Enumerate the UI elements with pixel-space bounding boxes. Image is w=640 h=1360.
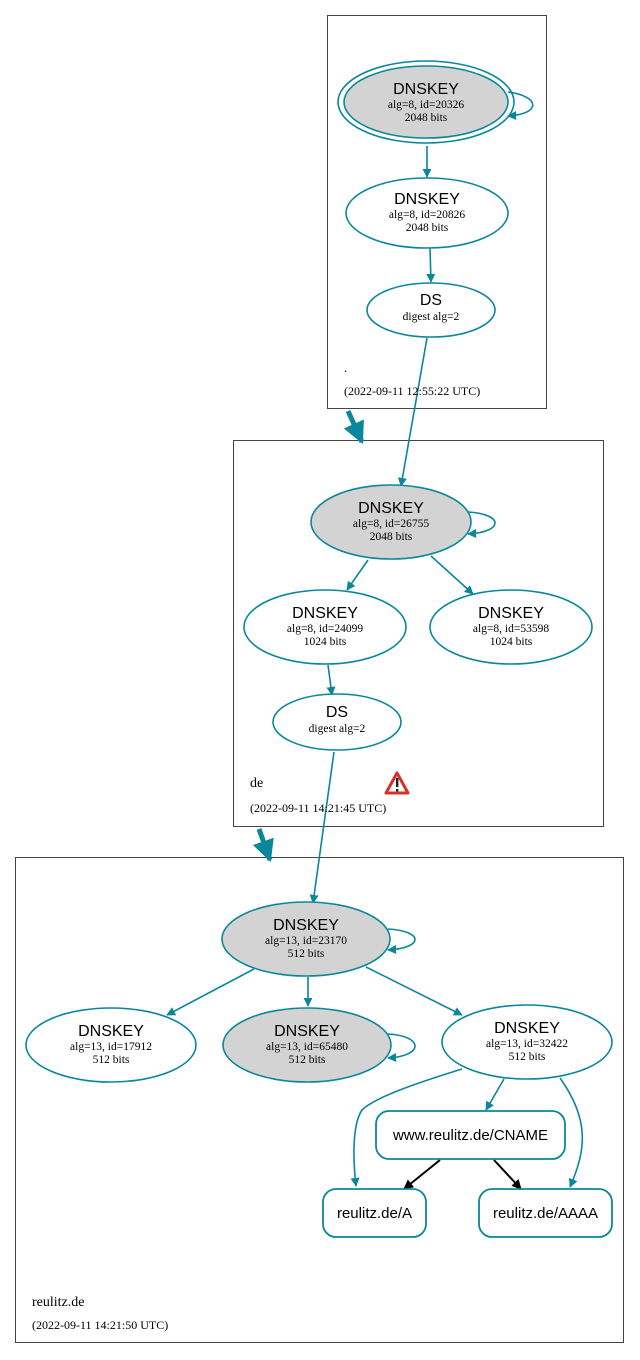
node-bits: 512 bits	[509, 1051, 546, 1063]
node-root-zsk[interactable]: DNSKEY alg=8, id=20826 2048 bits	[345, 177, 509, 249]
edge-root-zsk-ds	[426, 247, 436, 283]
node-bits: 2048 bits	[406, 222, 449, 234]
node-rr-cname[interactable]: www.reulitz.de/CNAME	[375, 1110, 566, 1160]
node-detail: alg=8, id=24099	[287, 623, 363, 635]
edge-root-ksk-self	[507, 91, 534, 121]
node-detail: alg=13, id=32422	[486, 1038, 568, 1050]
node-title: DNSKEY	[394, 191, 460, 208]
edge-de-ds-reulitz-ksk	[309, 751, 335, 904]
edge-reulitz-ksk-17912	[166, 968, 255, 1016]
node-bits: 1024 bits	[490, 636, 533, 648]
node-title: DNSKEY	[78, 1023, 144, 1040]
edge-reulitz-65480-self	[387, 1033, 416, 1063]
delegation-arrow-root-de	[343, 409, 365, 445]
node-reulitz-key-32422[interactable]: DNSKEY alg=13, id=32422 512 bits	[441, 1004, 613, 1080]
node-detail: alg=13, id=65480	[266, 1041, 348, 1053]
rr-label: www.reulitz.de/CNAME	[392, 1127, 548, 1144]
node-bits: 1024 bits	[304, 636, 347, 648]
edge-de-ksk-zsk1	[346, 559, 369, 591]
warning-icon[interactable]	[384, 771, 410, 795]
node-title: DS	[326, 704, 348, 721]
delegation-arrow-de-reulitz	[253, 828, 274, 863]
node-reulitz-key-17912[interactable]: DNSKEY alg=13, id=17912 512 bits	[25, 1007, 197, 1083]
node-de-ksk[interactable]: DNSKEY alg=8, id=26755 2048 bits	[310, 484, 472, 560]
node-title: DS	[420, 292, 442, 309]
zone-box-de	[233, 440, 604, 827]
node-title: DNSKEY	[478, 605, 544, 622]
node-detail: digest alg=2	[309, 723, 366, 735]
node-reulitz-key-65480[interactable]: DNSKEY alg=13, id=65480 512 bits	[222, 1007, 392, 1083]
rr-label: reulitz.de/A	[337, 1205, 412, 1222]
node-bits: 512 bits	[288, 948, 325, 960]
node-detail: alg=8, id=20826	[389, 209, 465, 221]
node-title: DNSKEY	[494, 1020, 560, 1037]
node-bits: 2048 bits	[370, 531, 413, 543]
node-rr-a[interactable]: reulitz.de/A	[322, 1188, 427, 1238]
edge-cname-aaaa	[493, 1159, 522, 1190]
edge-reulitz-ksk-self	[387, 928, 416, 955]
node-bits: 512 bits	[93, 1054, 130, 1066]
node-root-ds[interactable]: DS digest alg=2	[366, 282, 496, 338]
node-de-ds[interactable]: DS digest alg=2	[272, 693, 402, 751]
edge-reulitz-ksk-32422	[365, 966, 463, 1016]
zone-name-root: .	[344, 360, 347, 375]
edge-root-ds-de-ksk	[397, 337, 428, 487]
edge-de-ksk-zsk2	[430, 555, 474, 595]
rr-label: reulitz.de/AAAA	[493, 1205, 598, 1222]
edge-32422-a	[350, 1068, 463, 1187]
node-title: DNSKEY	[393, 81, 459, 98]
node-rr-aaaa[interactable]: reulitz.de/AAAA	[478, 1188, 613, 1238]
node-detail: alg=13, id=23170	[265, 935, 347, 947]
node-detail: alg=8, id=26755	[353, 518, 429, 530]
edge-32422-cname	[485, 1078, 505, 1111]
edge-32422-aaaa	[559, 1077, 584, 1188]
zone-timestamp-root: (2022-09-11 12:55:22 UTC)	[344, 384, 480, 398]
zone-box-root	[327, 15, 547, 409]
node-title: DNSKEY	[292, 605, 358, 622]
node-de-zsk-53598[interactable]: DNSKEY alg=8, id=53598 1024 bits	[429, 589, 593, 665]
node-title: DNSKEY	[274, 1023, 340, 1040]
node-bits: 2048 bits	[405, 112, 448, 124]
node-de-zsk-24099[interactable]: DNSKEY alg=8, id=24099 1024 bits	[243, 589, 407, 665]
edge-de-zsk1-ds	[326, 664, 336, 696]
node-root-ksk[interactable]: DNSKEY alg=8, id=20326 2048 bits	[337, 60, 515, 144]
node-detail: alg=8, id=53598	[473, 623, 549, 635]
zone-name-de: de	[250, 776, 263, 791]
edge-cname-a	[403, 1159, 441, 1190]
zone-timestamp-reulitz: (2022-09-11 14:21:50 UTC)	[32, 1318, 168, 1332]
node-title: DNSKEY	[273, 917, 339, 934]
node-detail: alg=8, id=20326	[388, 99, 464, 111]
edge-de-ksk-self	[467, 511, 496, 539]
node-title: DNSKEY	[358, 500, 424, 517]
zone-timestamp-de: (2022-09-11 14:21:45 UTC)	[250, 801, 386, 815]
zone-name-reulitz: reulitz.de	[32, 1295, 84, 1310]
node-detail: digest alg=2	[403, 311, 460, 323]
node-detail: alg=13, id=17912	[70, 1041, 152, 1053]
node-reulitz-ksk[interactable]: DNSKEY alg=13, id=23170 512 bits	[221, 901, 391, 977]
node-bits: 512 bits	[289, 1054, 326, 1066]
